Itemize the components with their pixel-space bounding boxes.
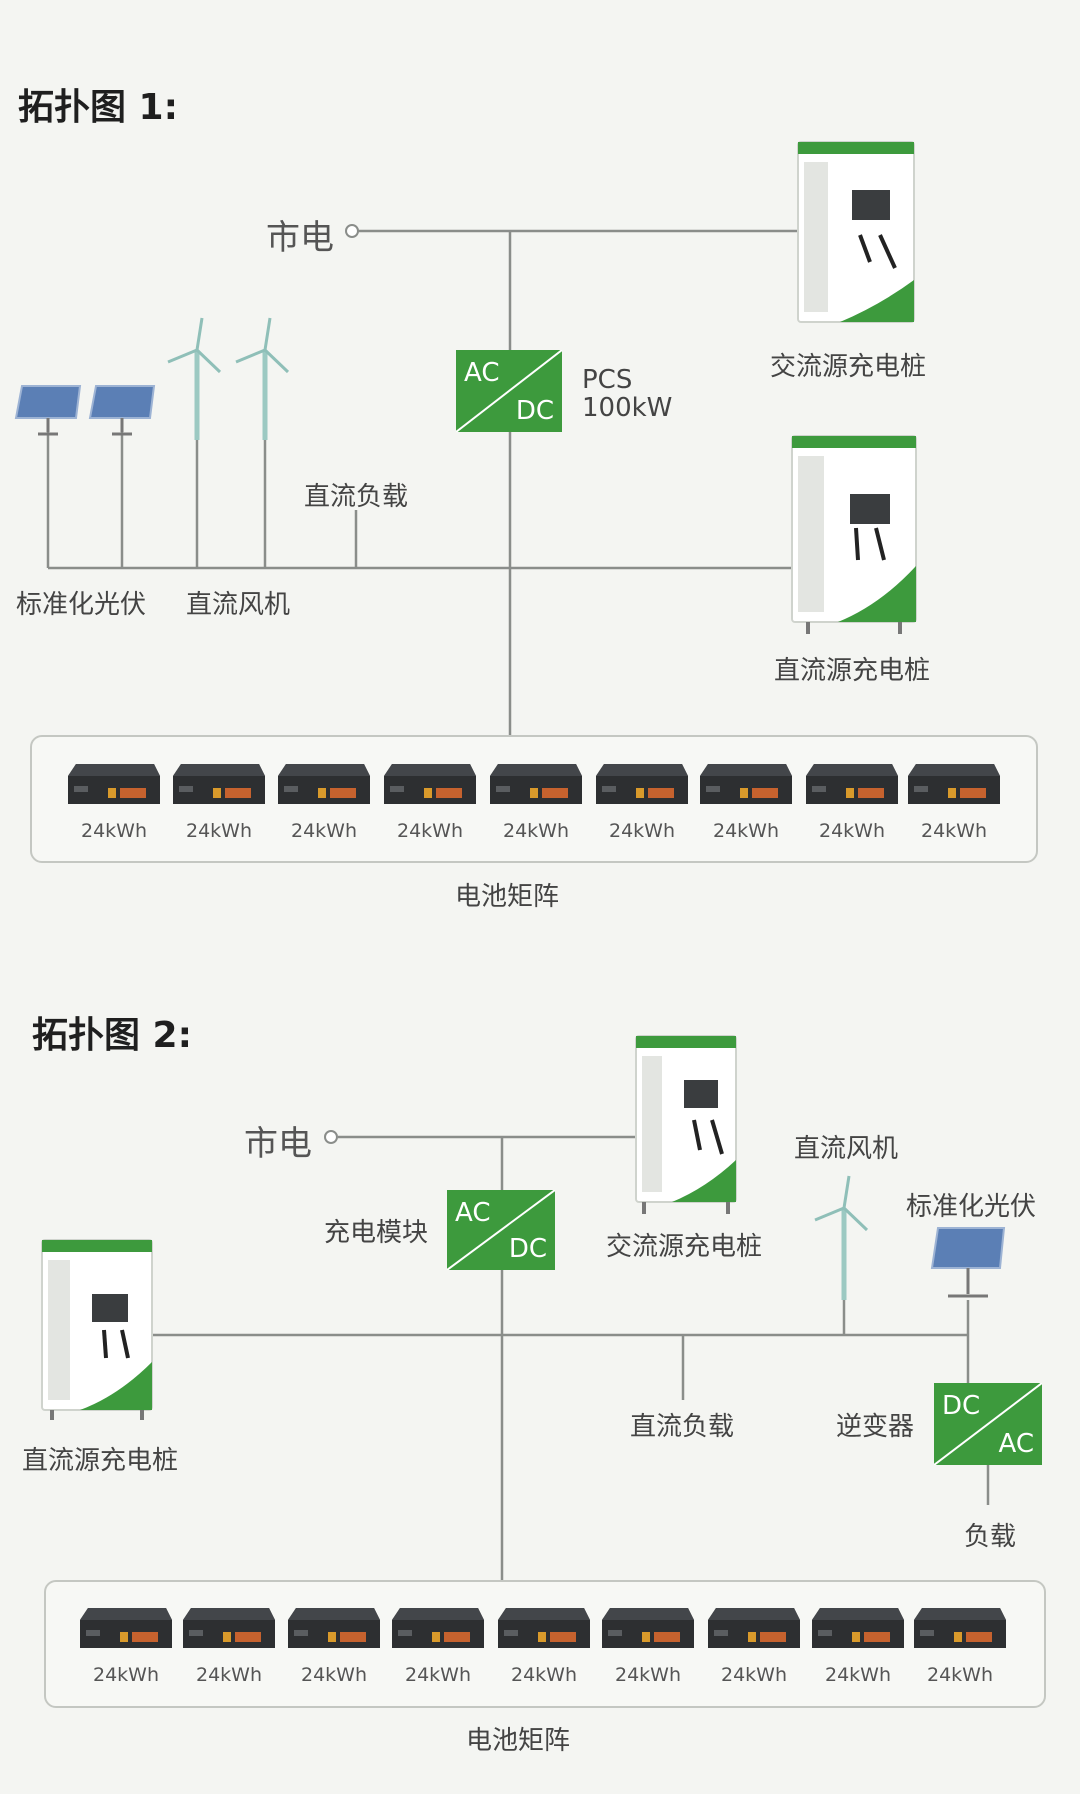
battery-module: 24kWh: [602, 1604, 694, 1694]
battery-module: 24kWh: [288, 1604, 380, 1694]
module-ac-label: AC: [455, 1198, 491, 1228]
ac-charger-icon: [635, 1035, 737, 1214]
pcs-converter-box: AC DC: [456, 350, 562, 432]
pcs-dc-label: DC: [515, 396, 554, 426]
battery-module: 24kWh: [173, 760, 265, 850]
diagram1-battery-matrix-label: 电池矩阵: [455, 882, 560, 912]
battery-icon: [392, 1608, 484, 1648]
battery-icon: [914, 1608, 1006, 1648]
battery-icon: [812, 1608, 904, 1648]
diagram1-title: 拓扑图 1:: [18, 87, 178, 128]
module-dc-label: DC: [508, 1234, 547, 1264]
pcs-label: PCS 100kW: [582, 366, 672, 422]
diagram1-dc-load-label: 直流负载: [304, 482, 409, 512]
battery-capacity-label: 24kWh: [80, 820, 147, 842]
inverter-box: DC AC: [934, 1383, 1042, 1465]
battery-icon: [278, 764, 370, 804]
battery-icon: [908, 764, 1000, 804]
battery-module: 24kWh: [80, 1604, 172, 1694]
battery-capacity-label: 24kWh: [92, 1664, 159, 1686]
battery-icon: [80, 1608, 172, 1648]
battery-icon: [183, 1608, 275, 1648]
battery-module: 24kWh: [914, 1604, 1006, 1694]
battery-icon: [806, 764, 898, 804]
battery-capacity-label: 24kWh: [510, 1664, 577, 1686]
battery-capacity-label: 24kWh: [720, 1664, 787, 1686]
inverter-dc-label: DC: [942, 1391, 981, 1421]
battery-capacity-label: 24kWh: [396, 820, 463, 842]
diagram2-dc-load-label: 直流负载: [630, 1412, 735, 1442]
battery-capacity-label: 24kWh: [185, 820, 252, 842]
battery-capacity-label: 24kWh: [824, 1664, 891, 1686]
charge-module-label: 充电模块: [324, 1218, 429, 1248]
solar-panel-icon: [14, 385, 82, 436]
battery-capacity-label: 24kWh: [818, 820, 885, 842]
battery-module: 24kWh: [278, 760, 370, 850]
load-label: 负载: [964, 1522, 1017, 1552]
battery-capacity-label: 24kWh: [608, 820, 675, 842]
battery-module: 24kWh: [384, 760, 476, 850]
battery-capacity-label: 24kWh: [502, 820, 569, 842]
dc-charger-icon: [41, 1239, 153, 1420]
battery-icon: [68, 764, 160, 804]
diagram2-ac-charger-label: 交流源充电桩: [606, 1232, 763, 1262]
battery-capacity-label: 24kWh: [404, 1664, 471, 1686]
battery-module: 24kWh: [812, 1604, 904, 1694]
diagram1-wind-label: 直流风机: [186, 590, 291, 620]
battery-module: 24kWh: [908, 760, 1000, 850]
battery-module: 24kWh: [806, 760, 898, 850]
pcs-ac-label: AC: [464, 358, 500, 388]
charge-module-box: AC DC: [447, 1190, 555, 1270]
diagram1-pv-label: 标准化光伏: [16, 590, 147, 620]
diagram2-pv-label: 标准化光伏: [906, 1192, 1037, 1222]
battery-module: 24kWh: [392, 1604, 484, 1694]
diagram1-ac-charger-label: 交流源充电桩: [770, 352, 927, 382]
inverter-label: 逆变器: [836, 1412, 915, 1442]
diagram1-dc-charger-label: 直流源充电桩: [774, 656, 931, 686]
wind-turbine-icon: [167, 317, 222, 440]
grid-terminal-2: [324, 1130, 338, 1144]
battery-capacity-label: 24kWh: [926, 1664, 993, 1686]
battery-icon: [288, 1608, 380, 1648]
ac-charger-icon: [797, 141, 915, 323]
battery-capacity-label: 24kWh: [920, 820, 987, 842]
diagram1-grid-label: 市电: [266, 218, 334, 258]
diagram2-title: 拓扑图 2:: [32, 1015, 192, 1056]
wind-turbine-icon: [235, 317, 290, 440]
battery-capacity-label: 24kWh: [614, 1664, 681, 1686]
battery-module: 24kWh: [700, 760, 792, 850]
battery-module: 24kWh: [596, 760, 688, 850]
battery-module: 24kWh: [708, 1604, 800, 1694]
battery-module: 24kWh: [68, 760, 160, 850]
battery-module: 24kWh: [490, 760, 582, 850]
battery-icon: [498, 1608, 590, 1648]
diagram2-grid-label: 市电: [244, 1124, 312, 1164]
battery-icon: [596, 764, 688, 804]
battery-capacity-label: 24kWh: [300, 1664, 367, 1686]
battery-icon: [173, 764, 265, 804]
diagram2-dc-charger-label: 直流源充电桩: [22, 1446, 179, 1476]
battery-capacity-label: 24kWh: [195, 1664, 262, 1686]
solar-panel-icon: [930, 1227, 1006, 1298]
inverter-ac-label: AC: [998, 1429, 1034, 1459]
battery-icon: [384, 764, 476, 804]
pcs-label-line2: 100kW: [582, 393, 673, 423]
battery-icon: [490, 764, 582, 804]
grid-terminal-1: [345, 224, 359, 238]
battery-module: 24kWh: [498, 1604, 590, 1694]
diagram2-battery-matrix-label: 电池矩阵: [466, 1726, 571, 1756]
battery-module: 24kWh: [183, 1604, 275, 1694]
pcs-label-line1: PCS: [582, 365, 633, 395]
dc-charger-icon: [791, 435, 917, 634]
battery-icon: [602, 1608, 694, 1648]
battery-icon: [700, 764, 792, 804]
battery-icon: [708, 1608, 800, 1648]
diagram2-wind-label: 直流风机: [794, 1134, 899, 1164]
battery-capacity-label: 24kWh: [712, 820, 779, 842]
battery-capacity-label: 24kWh: [290, 820, 357, 842]
solar-panel-icon: [88, 385, 156, 436]
wind-turbine-icon: [814, 1175, 869, 1300]
